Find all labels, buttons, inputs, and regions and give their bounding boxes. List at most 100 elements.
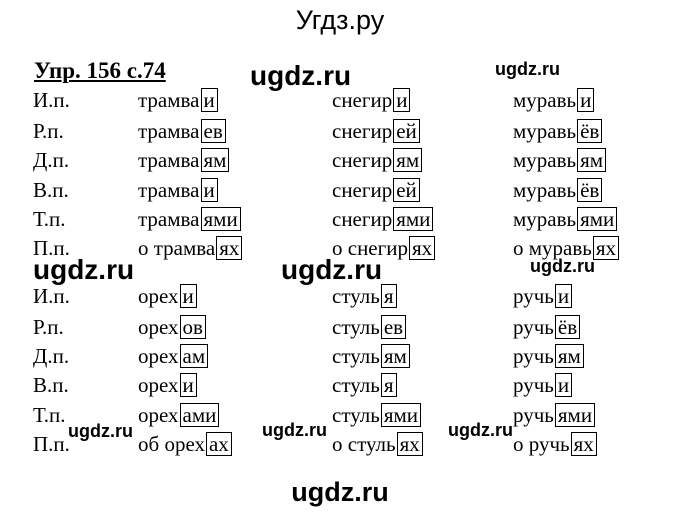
ending-box: ов xyxy=(179,315,206,339)
word-stem: стуль xyxy=(332,284,380,308)
watermark: ugdz.ru xyxy=(250,60,352,91)
word-stem: снегир xyxy=(347,236,408,260)
ending-box: ев xyxy=(200,119,226,143)
word-stem: ручь xyxy=(513,284,554,308)
ending-box: и xyxy=(393,88,411,112)
word-stem: стуль xyxy=(332,344,380,368)
ending-box: ам xyxy=(179,344,209,368)
ending-box: ях xyxy=(592,236,620,260)
watermark: ugdz.ru xyxy=(448,420,513,440)
watermark: ugdz.ru xyxy=(68,421,133,441)
word-stem: трамва xyxy=(138,148,200,172)
ending-box: ёв xyxy=(577,119,603,143)
ending-box: ям xyxy=(554,344,584,368)
site-title: Угдз.ру xyxy=(295,5,385,35)
ending-box: ями xyxy=(393,207,434,231)
word-stem: муравь xyxy=(513,148,577,172)
case-label: Р.п. xyxy=(33,119,64,143)
word-stem: муравь xyxy=(528,236,592,260)
word-stem: орех xyxy=(138,315,179,339)
preposition: о xyxy=(332,236,348,260)
case-label: Д.п. xyxy=(33,344,70,368)
word-stem: ручь xyxy=(513,315,554,339)
word-stem: муравь xyxy=(513,178,577,202)
word-stem: трамва xyxy=(138,207,200,231)
case-label: Т.п. xyxy=(33,403,66,427)
word-stem: ручь xyxy=(513,344,554,368)
word-stem: ручь xyxy=(513,373,554,397)
word-stem: стуль xyxy=(332,403,380,427)
word-stem: орех xyxy=(138,403,179,427)
case-label: И.п. xyxy=(33,284,70,308)
word-stem: трамва xyxy=(138,119,200,143)
exercise-heading: Упр. 156 с.74 xyxy=(34,58,166,83)
case-label: И.п. xyxy=(33,88,70,112)
case-label: Д.п. xyxy=(33,148,70,172)
word-stem: орех xyxy=(164,432,205,456)
ending-box: я xyxy=(380,373,397,397)
word-stem: орех xyxy=(138,284,179,308)
preposition: о xyxy=(138,236,154,260)
word-stem: орех xyxy=(138,373,179,397)
word-stem: стуль xyxy=(347,432,396,456)
word-stem: ручь xyxy=(513,403,554,427)
word-stem: снегир xyxy=(332,119,393,143)
ending-box: ёв xyxy=(577,178,603,202)
word-stem: ручь xyxy=(528,432,570,456)
ending-box: ями xyxy=(577,207,618,231)
ending-box: ях xyxy=(408,236,436,260)
ending-box: я xyxy=(380,284,397,308)
ending-box: и xyxy=(554,284,573,308)
ending-box: и xyxy=(554,373,573,397)
ending-box: и xyxy=(200,178,218,202)
ending-box: ями xyxy=(554,403,596,427)
ending-box: ях xyxy=(216,236,243,260)
ending-box: и xyxy=(179,373,197,397)
ending-box: ёв xyxy=(554,315,581,339)
ending-box: ям xyxy=(200,148,230,172)
ending-box: ами xyxy=(179,403,220,427)
ending-box: и xyxy=(179,284,197,308)
word-stem: стуль xyxy=(332,315,380,339)
ending-box: ями xyxy=(380,403,422,427)
word-stem: муравь xyxy=(513,207,577,231)
word-stem: муравь xyxy=(513,88,577,112)
case-label: П.п. xyxy=(33,432,70,456)
ending-box: и xyxy=(577,88,595,112)
ending-box: ей xyxy=(393,119,420,143)
word-stem: снегир xyxy=(332,178,393,202)
watermark: ugdz.ru xyxy=(495,59,560,79)
word-stem: трамва xyxy=(138,88,200,112)
word-stem: снегир xyxy=(332,207,393,231)
preposition: об xyxy=(138,432,165,456)
